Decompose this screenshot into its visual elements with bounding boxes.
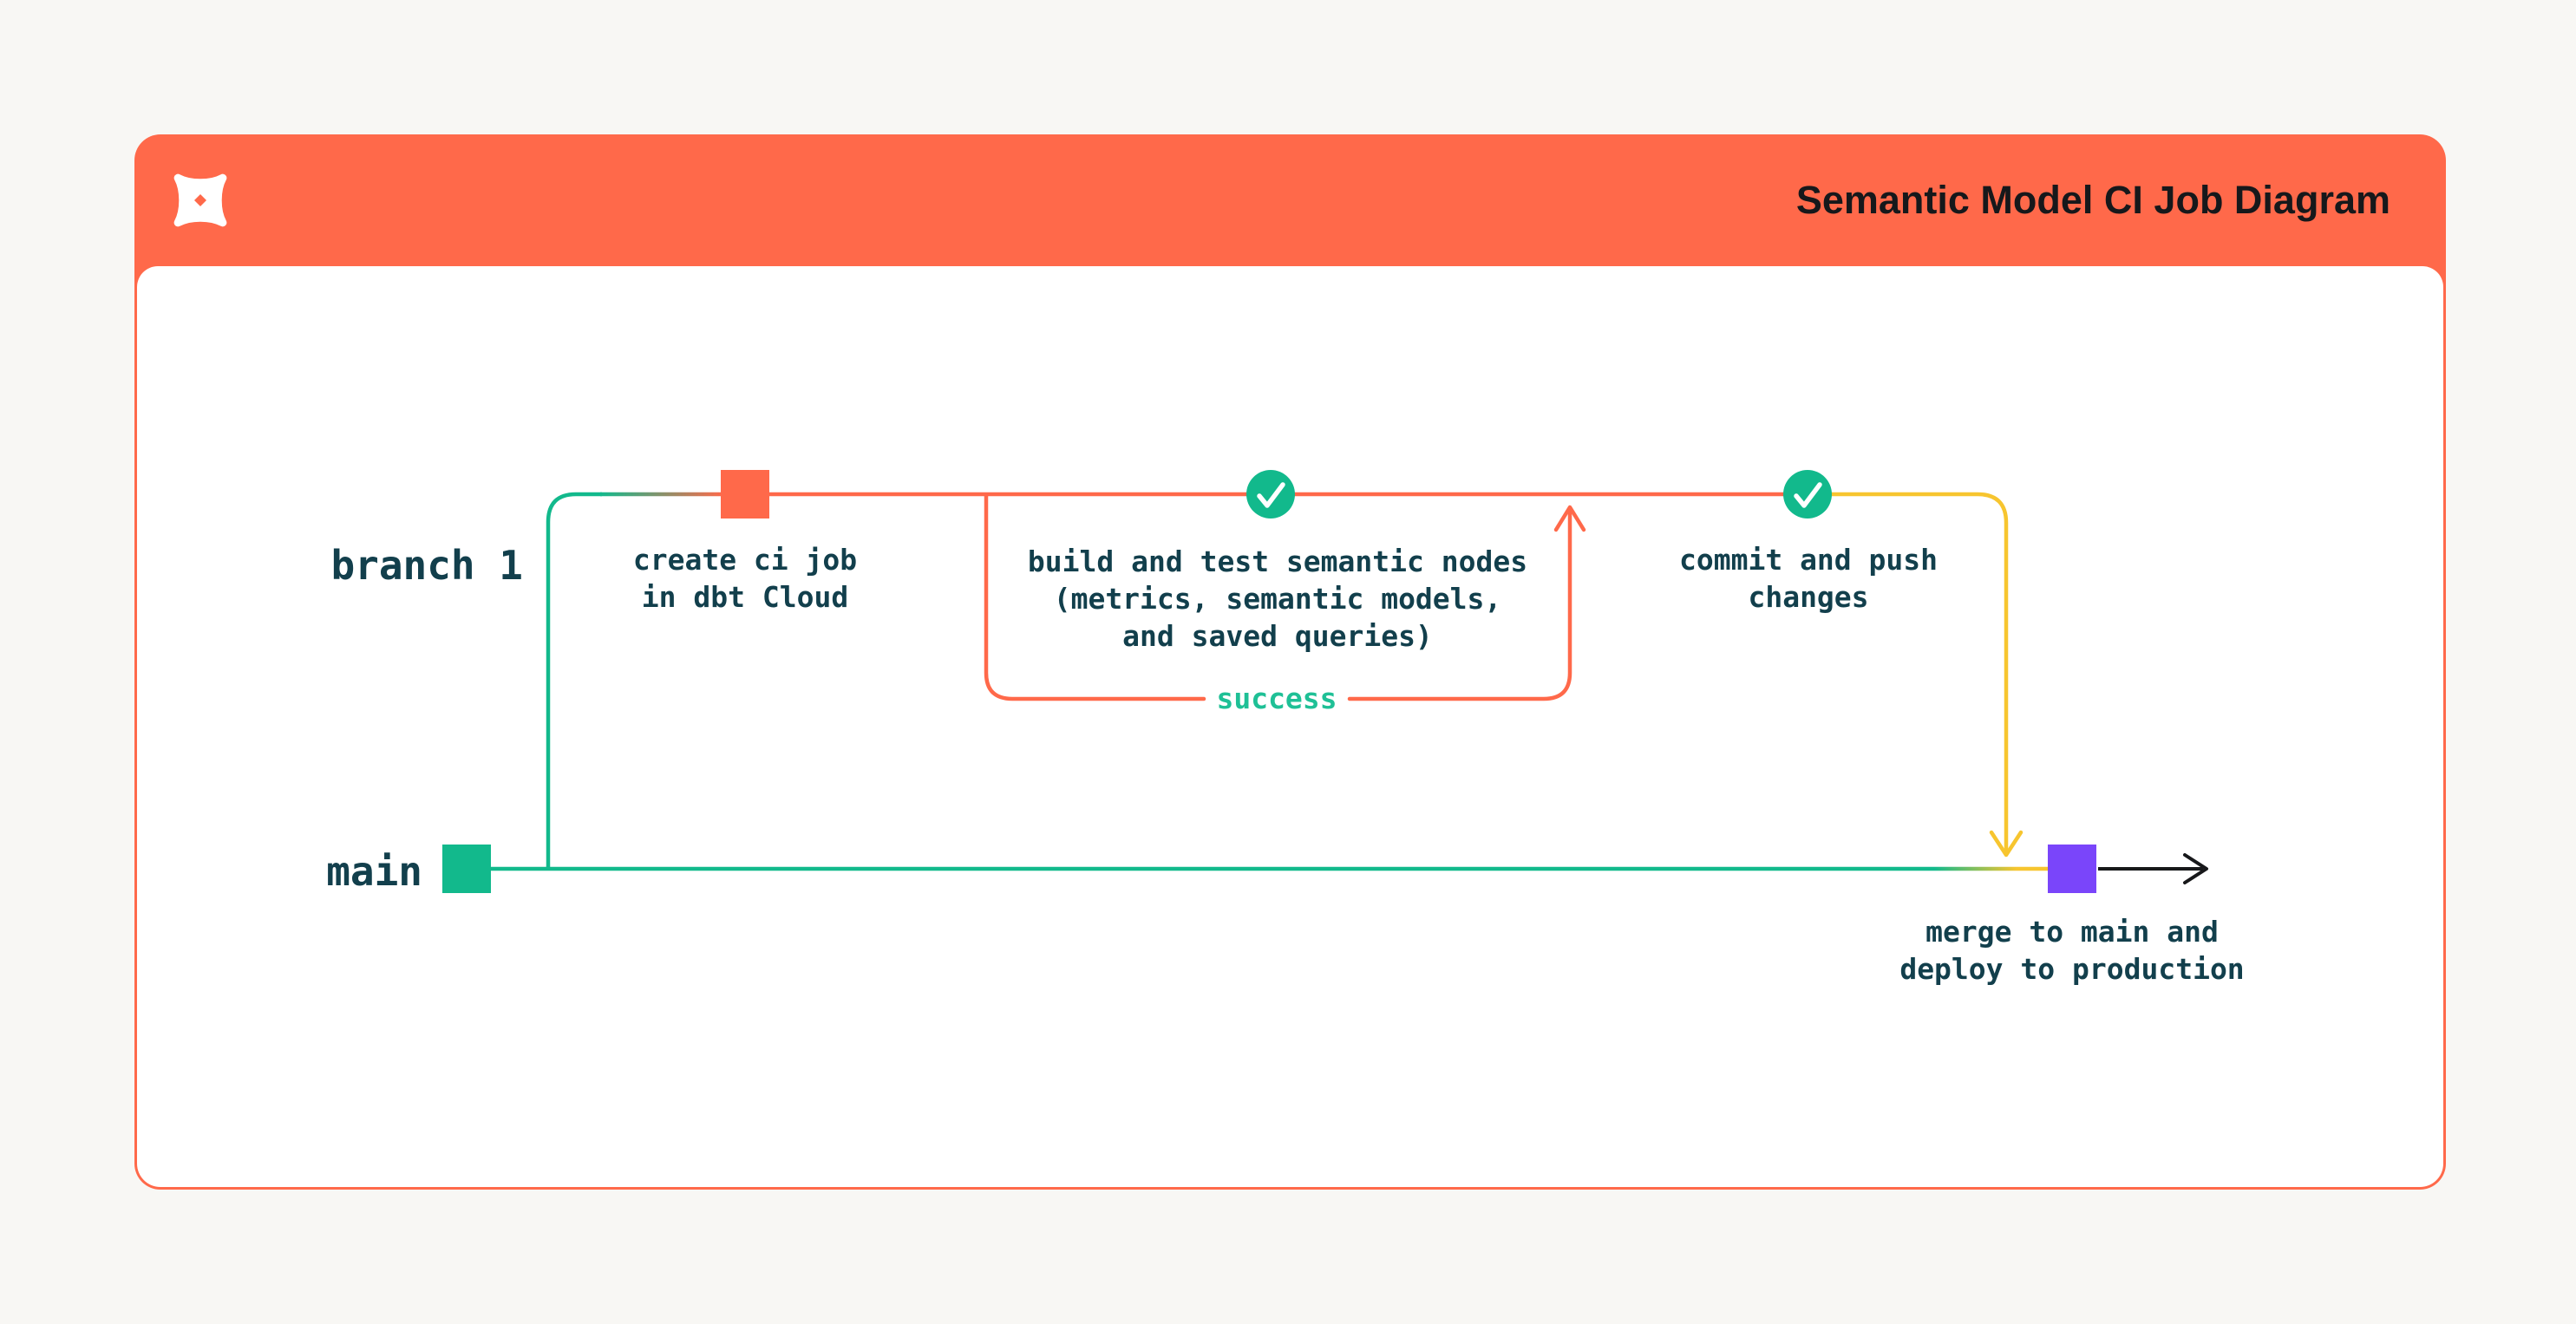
success-loop-up-arrow-icon <box>1553 505 1586 532</box>
success-loop-left <box>984 493 1206 701</box>
dbt-logo-icon <box>173 173 227 227</box>
branch-line-start <box>546 492 602 871</box>
main-label: main <box>326 848 422 895</box>
check-icon-build-test <box>1246 470 1295 519</box>
commit-square-merge <box>2048 845 2096 893</box>
card-header: Semantic Model CI Job Diagram <box>134 134 2446 266</box>
node-label-create-ci: create ci job in dbt Cloud <box>632 543 858 614</box>
success-loop-right <box>1347 507 1572 701</box>
commit-square-main <box>442 845 491 893</box>
success-label: success <box>1216 682 1337 715</box>
node-label-commit-push: commit and push changes <box>1678 543 1939 614</box>
branch-line-yellow <box>1828 492 2009 852</box>
node-label-build-test: build and test semantic nodes (metrics, … <box>1027 545 1528 653</box>
node-label-merge-deploy: merge to main and deploy to production <box>1899 915 2245 986</box>
commit-square-create-ci <box>721 470 769 519</box>
diagram-card: Semantic Model CI Job Diagram <box>134 134 2446 1190</box>
diagram-card-body <box>137 266 2443 1187</box>
production-arrow-icon <box>2183 853 2208 884</box>
check-icon-commit-push <box>1783 470 1832 519</box>
branch-1-label: branch 1 <box>330 542 523 589</box>
page-title: Semantic Model CI Job Diagram <box>1795 178 2390 222</box>
merge-down-arrow-icon <box>1989 830 2024 858</box>
